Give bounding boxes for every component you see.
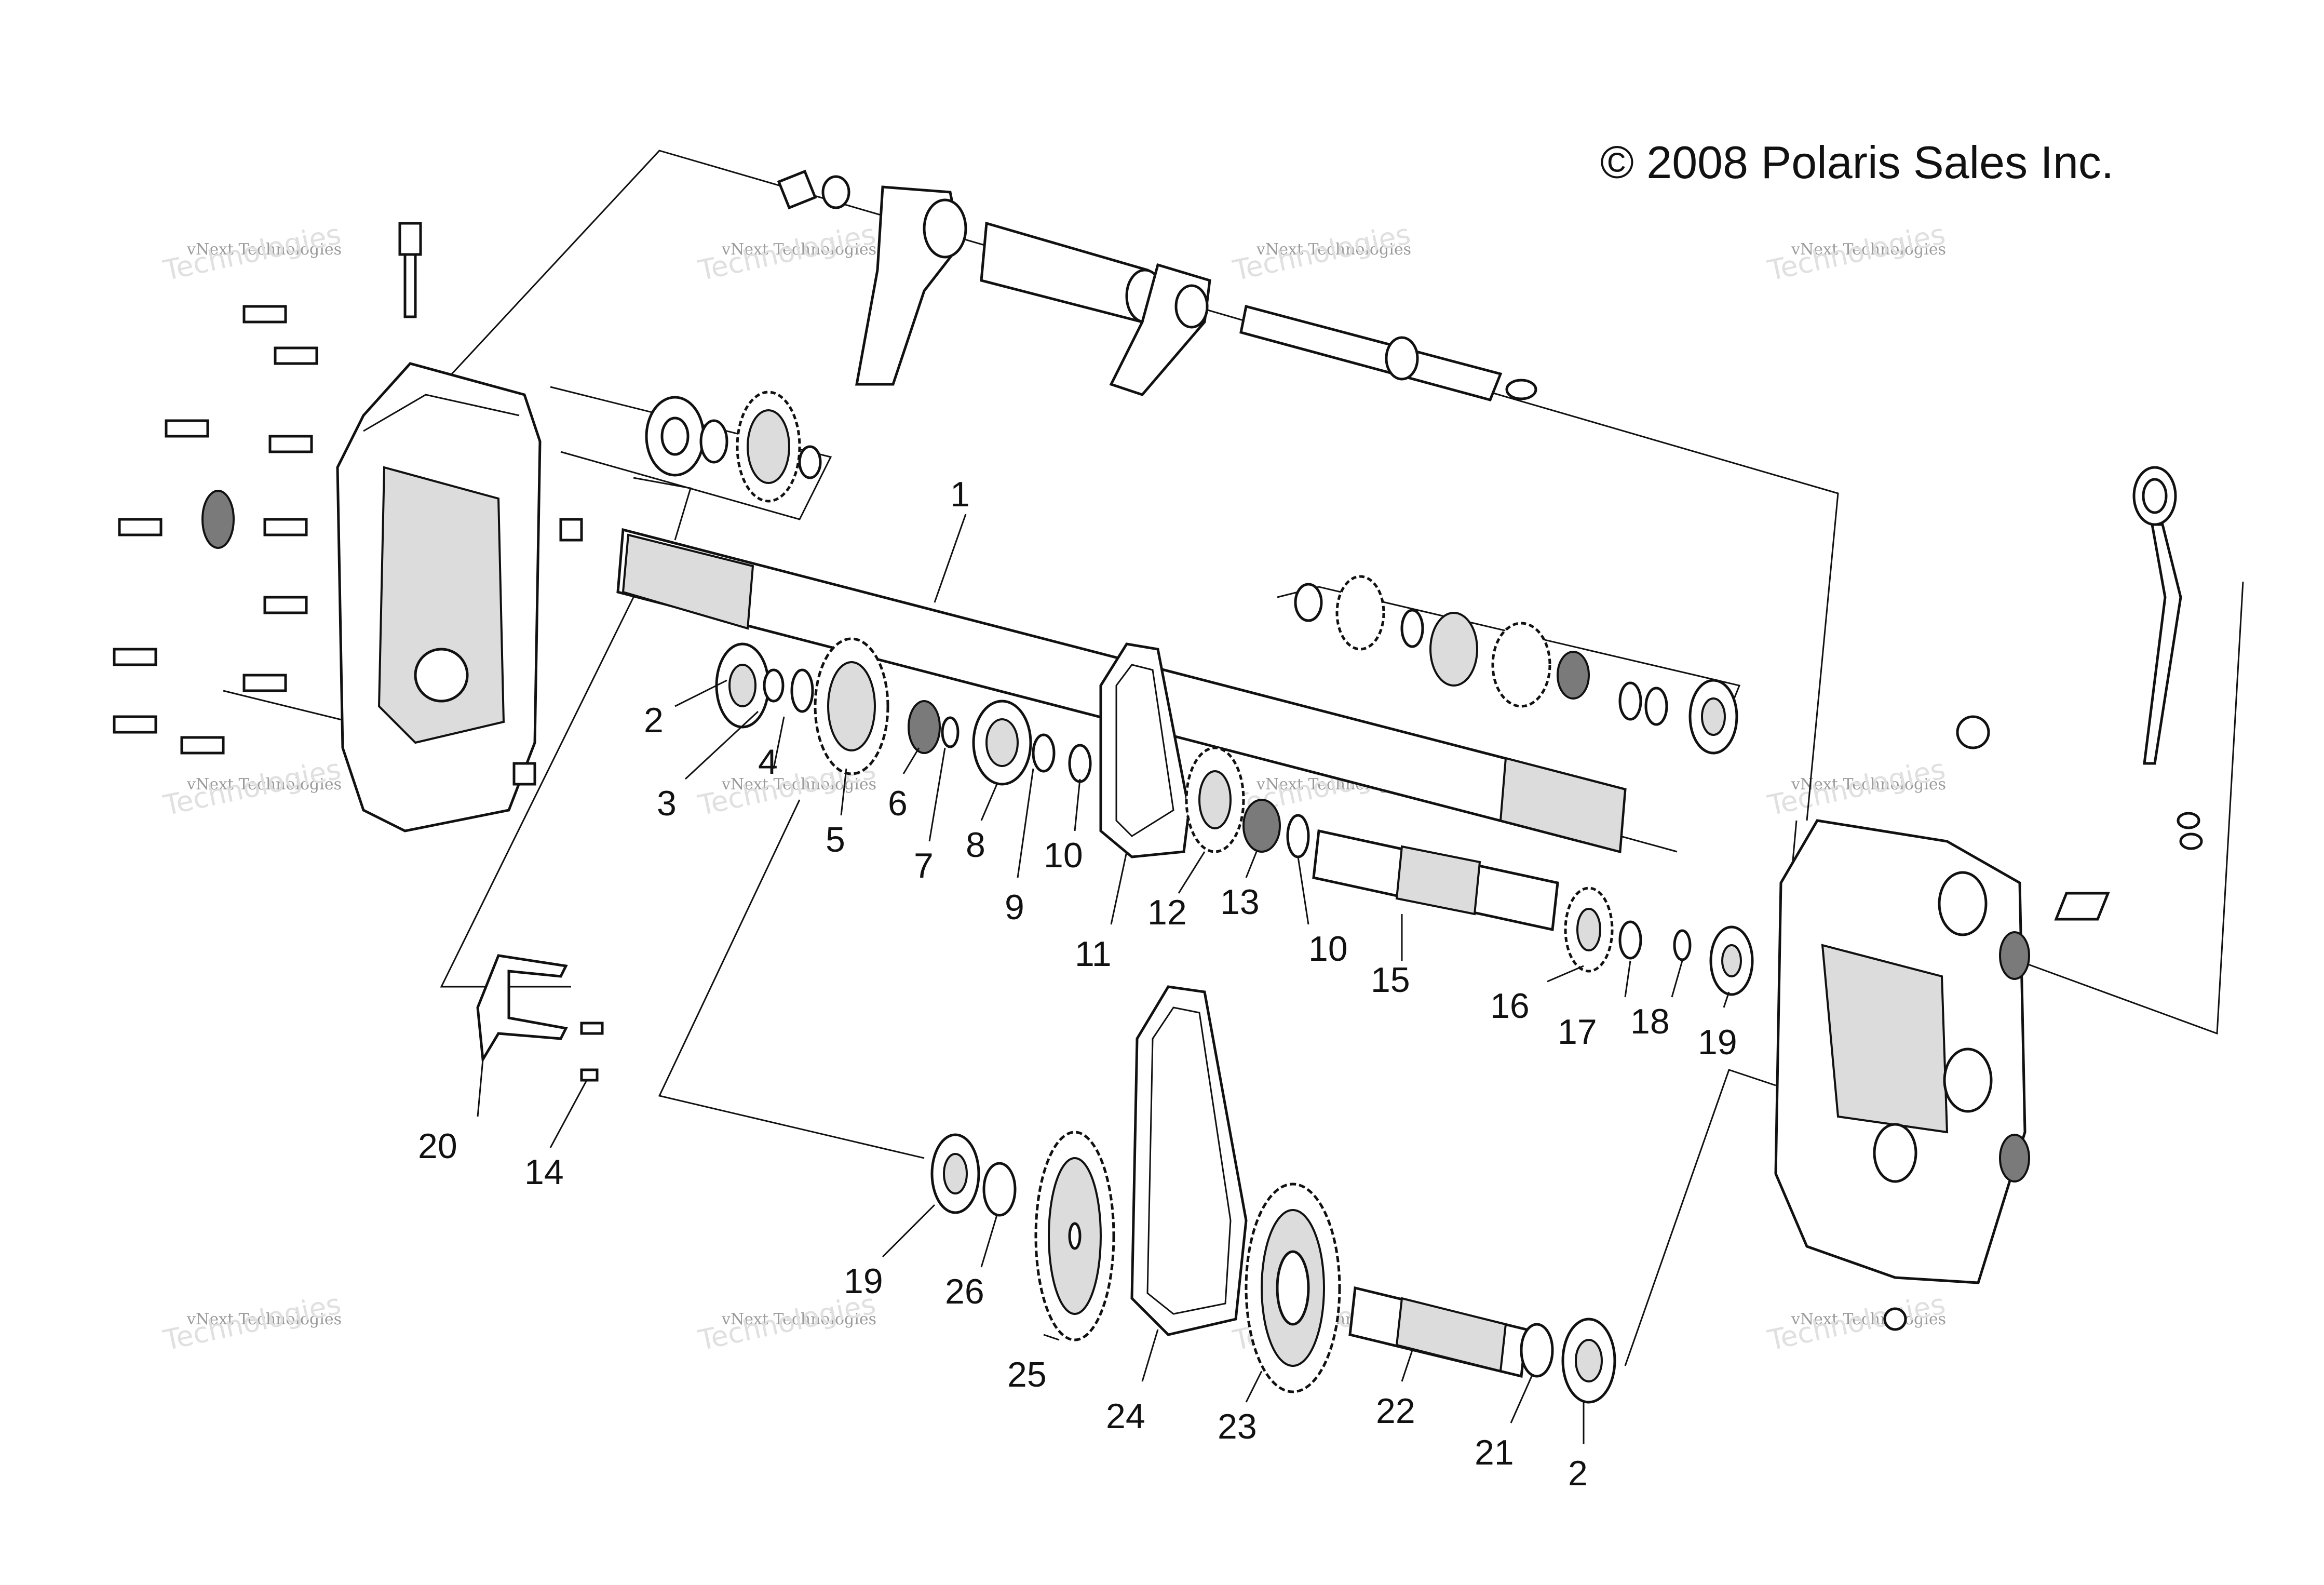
- lower-drive-group: [1245, 1183, 1616, 1404]
- callout-18: 18: [1630, 1002, 1670, 1041]
- svg-text:Technologies: Technologies: [695, 218, 879, 287]
- callout-19a: 19: [1698, 1023, 1737, 1062]
- gear-stack-middle: [1185, 746, 1754, 996]
- gear-stack-upper: [715, 637, 1092, 786]
- callout-3: 3: [657, 784, 677, 823]
- watermark: vNext Technologies Technologies: [1230, 218, 1413, 287]
- callout-25: 25: [1007, 1355, 1047, 1394]
- callout-2: 2: [644, 701, 664, 740]
- watermark: vNext Technologies Technologies: [160, 1287, 344, 1357]
- svg-text:vNext Technologies: vNext Technologies: [186, 1310, 342, 1328]
- callout-2b: 2: [1568, 1454, 1588, 1493]
- callout-7: 7: [914, 846, 934, 885]
- left-bolts: [113, 222, 583, 786]
- callout-9: 9: [1005, 888, 1024, 927]
- idler-gear-group: [645, 391, 822, 503]
- callout-20: 20: [418, 1126, 457, 1166]
- callout-4: 4: [758, 742, 778, 782]
- callout-labels: 1 2 3 4 5 6 7 8 9 10 11 12 13 10 15 16 1…: [418, 475, 1737, 1493]
- watermark: vNext Technologies Technologies: [160, 218, 344, 287]
- watermark: vNext Technologies Technologies: [160, 753, 344, 822]
- svg-text:vNext Technologies: vNext Technologies: [1791, 240, 1946, 259]
- callout-24: 24: [1106, 1396, 1145, 1436]
- svg-text:vNext Technologies: vNext Technologies: [721, 775, 876, 794]
- left-housing: [336, 362, 542, 832]
- svg-text:Technologies: Technologies: [1765, 1287, 1948, 1357]
- callout-1: 1: [950, 475, 970, 514]
- callout-8: 8: [966, 825, 985, 865]
- svg-text:Technologies: Technologies: [1765, 218, 1948, 287]
- watermark: vNext Technologies Technologies: [1765, 218, 1948, 287]
- copyright-text: © 2008 Polaris Sales Inc.: [1600, 137, 2114, 188]
- callout-11: 11: [1075, 934, 1112, 974]
- right-housing: [1774, 715, 2110, 1331]
- svg-text:vNext Technologies: vNext Technologies: [186, 775, 342, 794]
- callout-12: 12: [1147, 893, 1187, 932]
- callout-6: 6: [888, 784, 908, 823]
- svg-text:vNext Technologies: vNext Technologies: [1791, 1310, 1946, 1328]
- callout-26: 26: [945, 1272, 984, 1311]
- bracket: [476, 954, 604, 1082]
- svg-text:vNext Technologies: vNext Technologies: [1791, 775, 1946, 794]
- gear-stack-right: [1294, 575, 1738, 755]
- callout-13: 13: [1220, 882, 1260, 922]
- svg-text:vNext Technologies: vNext Technologies: [721, 1310, 876, 1328]
- callout-14: 14: [524, 1152, 564, 1192]
- shift-assembly: [777, 169, 1537, 401]
- chain-lower: [1130, 985, 1248, 1336]
- callout-10a: 10: [1044, 836, 1083, 875]
- callout-21: 21: [1475, 1433, 1514, 1472]
- callout-17: 17: [1558, 1012, 1597, 1052]
- watermark: vNext Technologies Technologies: [1765, 1287, 1948, 1357]
- svg-text:Technologies: Technologies: [1765, 753, 1948, 822]
- callout-22: 22: [1376, 1391, 1415, 1431]
- svg-text:vNext Technologies: vNext Technologies: [186, 240, 342, 259]
- dipstick: [2132, 466, 2203, 850]
- watermark: vNext Technologies Technologies: [1765, 753, 1948, 822]
- svg-text:Technologies: Technologies: [1230, 218, 1413, 287]
- svg-text:vNext Technologies: vNext Technologies: [721, 240, 876, 259]
- watermark: vNext Technologies Technologies: [695, 218, 879, 287]
- lower-gear-group: [930, 1131, 1115, 1341]
- callout-19b: 19: [844, 1261, 883, 1301]
- leader-lines: [477, 514, 1730, 1444]
- chain-upper: [1099, 642, 1191, 858]
- callout-16: 16: [1490, 986, 1530, 1026]
- svg-text:Technologies: Technologies: [160, 218, 344, 287]
- callout-23: 23: [1218, 1407, 1257, 1446]
- callout-10b: 10: [1308, 929, 1348, 969]
- svg-text:vNext Technologies: vNext Technologies: [1256, 240, 1411, 259]
- svg-text:Technologies: Technologies: [160, 753, 344, 822]
- callout-5: 5: [826, 820, 845, 859]
- callout-15: 15: [1371, 960, 1410, 1000]
- svg-text:Technologies: Technologies: [160, 1287, 344, 1357]
